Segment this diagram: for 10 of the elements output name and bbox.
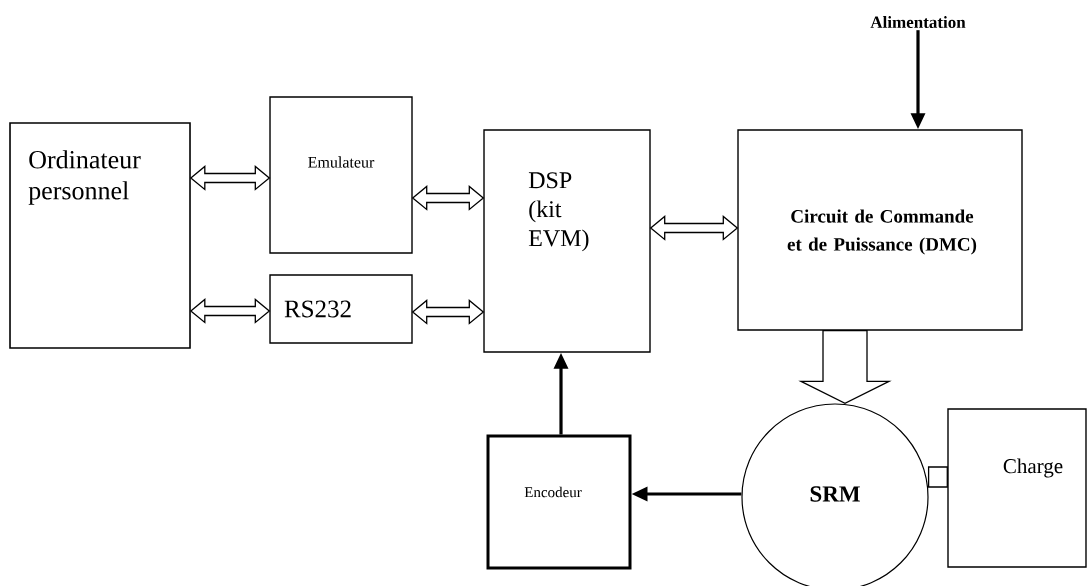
supply-label: Alimentation — [870, 16, 966, 28]
arrow — [798, 330, 892, 405]
shaft-coupling — [927, 466, 948, 488]
encoder-box: Encodeur — [486, 434, 632, 570]
load-box: Charge — [947, 408, 1087, 568]
processor-box: DSP (kit EVM) — [483, 129, 651, 353]
computer-box: Ordinateur personnel — [9, 122, 191, 349]
interface-box: RS232 — [269, 274, 413, 344]
emulator-box: Emulateur — [269, 96, 413, 254]
controller-box: Circuit de Commande et de Puissance (DMC) — [737, 129, 1023, 331]
